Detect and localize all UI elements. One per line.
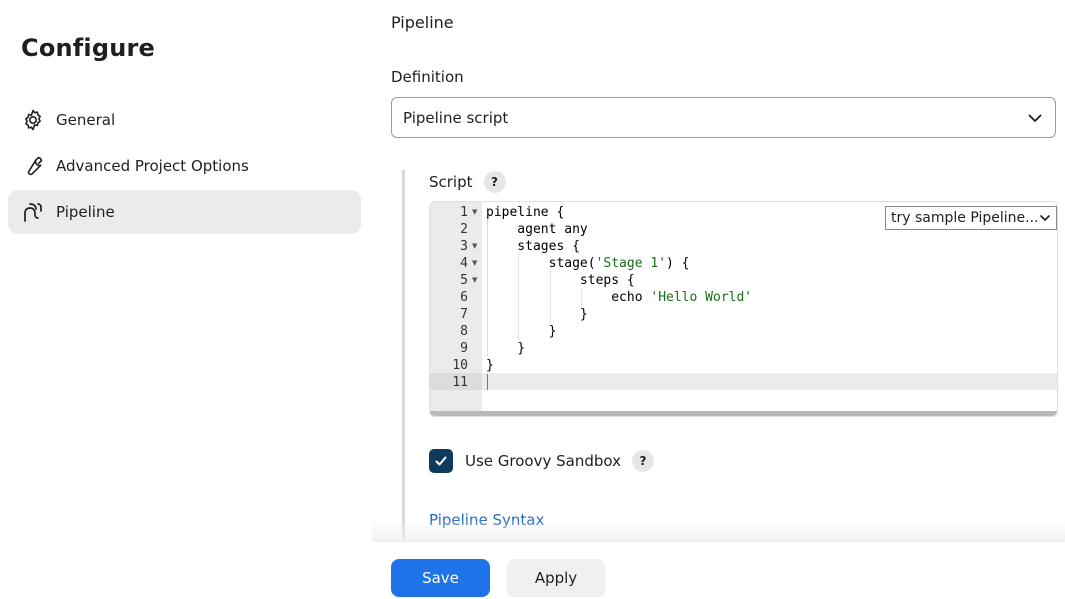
sidebar-item-pipeline[interactable]: Pipeline: [8, 190, 361, 234]
section-title: Pipeline: [391, 13, 454, 32]
code-line-text: }: [486, 341, 526, 356]
line-number: 8: [460, 324, 468, 339]
script-label-row: Script ?: [429, 171, 506, 193]
sidebar-item-general[interactable]: General: [8, 98, 361, 142]
text-cursor: [487, 374, 488, 390]
code-line: agent any: [482, 221, 1057, 238]
code-line-text: stages {: [486, 239, 580, 254]
line-number: 6: [460, 290, 468, 305]
code-line: steps {: [482, 272, 1057, 289]
definition-selected-value: Pipeline script: [403, 108, 509, 127]
script-editor[interactable]: 1 ▼ 2 3 ▼ 4 ▼ 5 ▼ 6 7 8 9 10 11 pipeline { agent any s…: [429, 201, 1058, 417]
sidebar-item-label: General: [56, 111, 116, 129]
fold-toggle-icon[interactable]: ▼: [472, 259, 478, 267]
code-line: }: [482, 306, 1057, 323]
script-label: Script: [429, 173, 473, 191]
indent-guide: [550, 271, 551, 322]
sample-pipeline-selected: try sample Pipeline...: [891, 210, 1039, 226]
sidebar-item-advanced-project-options[interactable]: Advanced Project Options: [8, 144, 361, 188]
code-line-text: }: [486, 307, 588, 322]
sidebar: Configure General Advanced Project Optio…: [0, 0, 372, 599]
save-button[interactable]: Save: [391, 559, 490, 597]
sidebar-title: Configure: [21, 34, 156, 62]
script-section: Script ? 1 ▼ 2 3 ▼ 4 ▼ 5 ▼ 6 7 8 9 10 11 pipeline { ag…: [402, 170, 1065, 542]
sandbox-help-button[interactable]: ?: [631, 450, 654, 472]
code-line-text: }: [486, 358, 494, 373]
groovy-sandbox-checkbox[interactable]: [429, 449, 453, 473]
line-number: 2: [460, 222, 468, 237]
chevron-down-icon: [1028, 114, 1042, 122]
code-line: pipeline {: [482, 204, 1057, 221]
fold-toggle-icon[interactable]: ▼: [472, 242, 478, 250]
definition-select[interactable]: Pipeline script: [391, 97, 1056, 138]
indent-guide: [487, 220, 488, 356]
sidebar-item-label: Advanced Project Options: [56, 157, 249, 175]
fold-toggle-icon[interactable]: ▼: [472, 208, 478, 216]
editor-code-area[interactable]: pipeline { agent any stages { stage('Sta…: [482, 202, 1057, 416]
definition-label: Definition: [391, 68, 464, 86]
footer-bar: Save Apply: [372, 542, 1065, 599]
code-line-text: echo 'Hello World': [486, 290, 753, 305]
check-icon: [435, 456, 447, 466]
code-line-text: stage('Stage 1') {: [486, 256, 690, 271]
code-line-text: steps {: [486, 273, 635, 288]
line-number: 10: [452, 358, 468, 373]
apply-button[interactable]: Apply: [507, 559, 605, 597]
wrench-icon: [20, 153, 46, 179]
code-line: echo 'Hello World': [482, 289, 1057, 306]
groovy-sandbox-row: Use Groovy Sandbox ?: [429, 449, 654, 473]
line-number: 11: [452, 375, 468, 390]
line-number: 5: [460, 273, 468, 288]
gutter-active-line: [430, 373, 482, 390]
active-line-highlight: [482, 373, 1057, 390]
footer-fade: [372, 518, 1065, 542]
line-number: 1: [460, 205, 468, 220]
code-line-text: agent any: [486, 222, 588, 237]
indent-guide: [581, 288, 582, 305]
code-line: [482, 374, 1057, 391]
fold-toggle-icon[interactable]: ▼: [472, 276, 478, 284]
script-help-button[interactable]: ?: [483, 171, 506, 193]
line-number: 3: [460, 239, 468, 254]
sample-pipeline-select[interactable]: try sample Pipeline...: [885, 206, 1057, 230]
groovy-sandbox-label: Use Groovy Sandbox: [465, 452, 621, 470]
line-number: 9: [460, 341, 468, 356]
code-line: }: [482, 357, 1057, 374]
main-content: Pipeline Definition Pipeline script Scri…: [372, 0, 1065, 599]
code-line-text: }: [486, 324, 557, 339]
chevron-down-icon: [1040, 215, 1050, 221]
sidebar-item-label: Pipeline: [56, 203, 115, 221]
pipeline-icon: [20, 199, 46, 225]
code-line: }: [482, 340, 1057, 357]
code-line: }: [482, 323, 1057, 340]
code-line: stage('Stage 1') {: [482, 255, 1057, 272]
line-number: 7: [460, 307, 468, 322]
code-line-text: pipeline {: [486, 205, 565, 220]
code-line: stages {: [482, 238, 1057, 255]
indent-guide: [518, 254, 519, 339]
editor-gutter: 1 ▼ 2 3 ▼ 4 ▼ 5 ▼ 6 7 8 9 10 11: [430, 202, 482, 416]
line-number: 4: [460, 256, 468, 271]
gear-icon: [20, 107, 46, 133]
